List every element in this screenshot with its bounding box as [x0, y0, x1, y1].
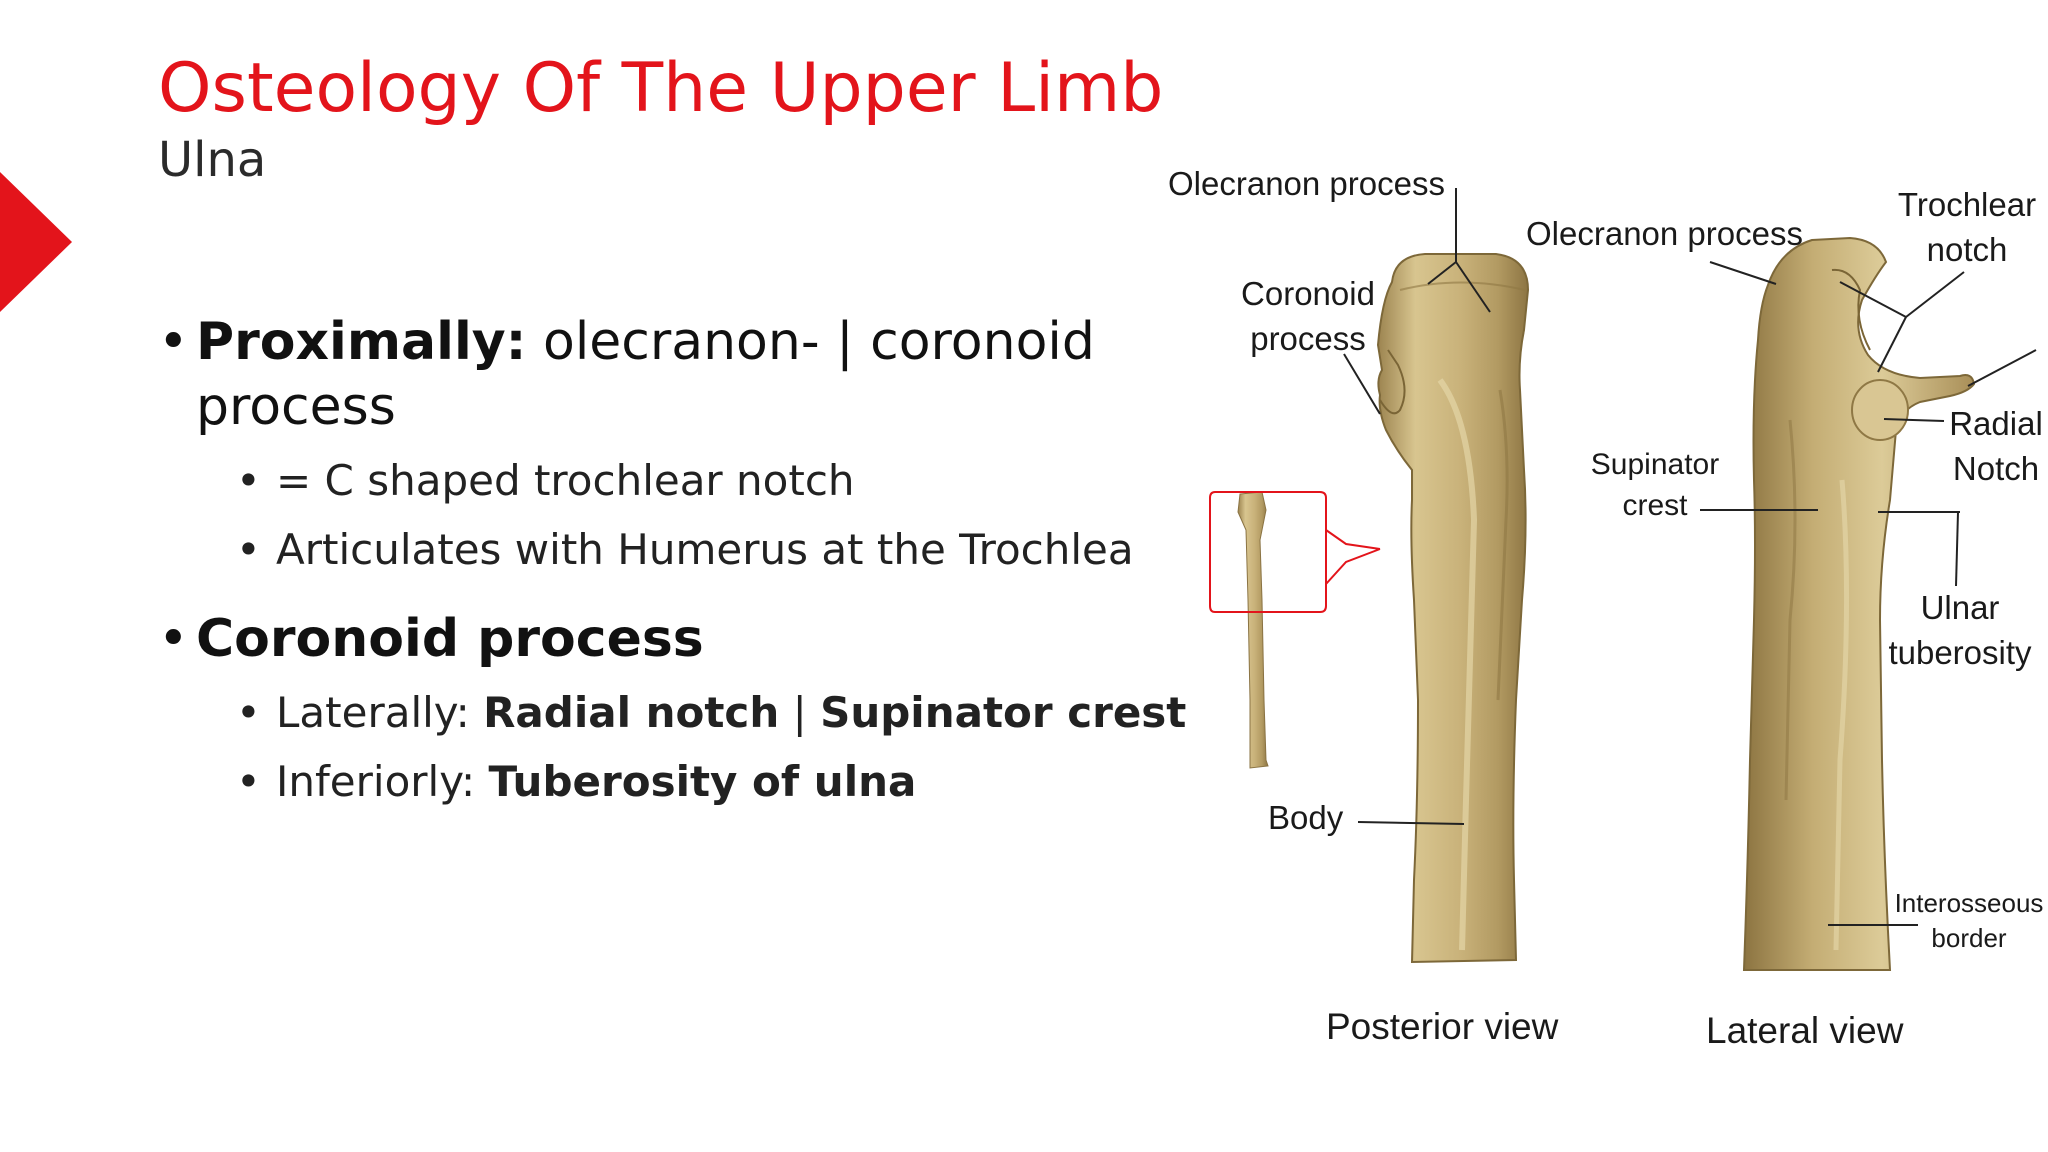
term-separator: | — [779, 688, 821, 738]
bullet-proximally-heading: Proximally: — [196, 312, 527, 372]
label-interosseous-border: Interosseous border — [1890, 886, 2048, 956]
label-interosseous-line2: border — [1931, 923, 2007, 954]
label-lateral-view: Lateral view — [1706, 1010, 1904, 1051]
bullet-coronoid-heading: Coronoid process — [196, 609, 704, 670]
bullet-proximally: Proximally: olecranon- | coronoid proces… — [158, 310, 1218, 440]
label-supinator-line1: Supinator — [1590, 448, 1720, 481]
label-ulnar-line1: Ulnar — [1920, 589, 2000, 626]
label-supinator-line2: crest — [1622, 488, 1688, 522]
inferiorly-prefix: Inferiorly: — [276, 756, 489, 806]
label-trochlear-notch: Trochlear notch — [1886, 183, 2048, 272]
label-coronoid-line1: Coronoid — [1241, 275, 1375, 312]
slide-title: Osteology Of The Upper Limb — [158, 49, 1164, 128]
lateral-view-ulna — [1742, 236, 1976, 971]
sub-bullet-trochlear-notch: = C shaped trochlear notch — [236, 454, 1218, 509]
tuberosity-term: Tuberosity of ulna — [488, 756, 917, 806]
reference-ulna — [1209, 491, 1381, 769]
label-supinator-crest: Supinator crest — [1580, 445, 1730, 526]
sub-bullet-articulates: Articulates with Humerus at the Trochlea — [236, 523, 1218, 578]
label-ulnar-tuberosity: Ulnar tuberosity — [1872, 586, 2048, 675]
label-radial-line1: Radial — [1949, 405, 2043, 442]
slide-subtitle: Ulna — [158, 132, 267, 188]
supinator-crest-term: Supinator crest — [820, 688, 1187, 738]
label-coronoid-process: Coronoid process — [1228, 272, 1388, 361]
label-trochlear-line2: notch — [1926, 230, 2008, 268]
label-radial-line2: Notch — [1952, 449, 2040, 487]
radial-notch-term: Radial notch — [483, 688, 780, 738]
label-interosseous-line1: Interosseous — [1894, 888, 2044, 918]
label-olecranon-lateral: Olecranon process — [1526, 215, 1803, 252]
posterior-view-ulna — [1376, 253, 1530, 964]
label-body: Body — [1268, 799, 1344, 836]
label-coronoid-line2: process — [1250, 319, 1366, 357]
bullet-proximally-text: olecranon- | coronoid process — [196, 312, 1095, 437]
label-radial-notch: Radial Notch — [1944, 402, 2048, 491]
laterally-prefix: Laterally: — [276, 688, 484, 738]
accent-arrow — [0, 172, 72, 312]
label-olecranon-posterior: Olecranon process — [1168, 165, 1445, 202]
label-trochlear-line1: Trochlear — [1897, 186, 2037, 223]
bullet-coronoid: Coronoid process — [158, 607, 1218, 672]
label-posterior-view: Posterior view — [1326, 1006, 1559, 1047]
leader-lines — [1343, 188, 2037, 926]
sub-bullet-inferiorly: Inferiorly: Tuberosity of ulna — [236, 755, 1218, 810]
sub-bullet-laterally: Laterally: Radial notch | Supinator cres… — [236, 686, 1218, 741]
label-ulnar-line2: tuberosity — [1888, 633, 2032, 671]
bullet-list: Proximally: olecranon- | coronoid proces… — [158, 310, 1218, 823]
